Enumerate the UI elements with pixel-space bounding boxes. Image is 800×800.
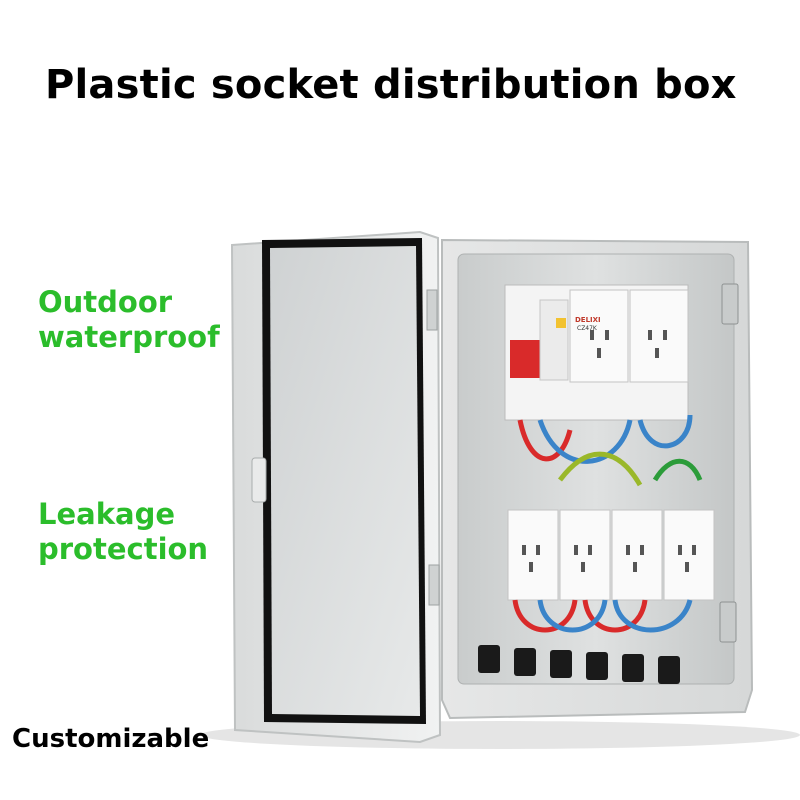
socket-bottom-4: [663, 509, 715, 601]
socket-bottom-1: [507, 509, 559, 601]
wire-red: [517, 419, 573, 462]
brand-text: DELIXI: [575, 316, 601, 324]
socket-top-1: [569, 289, 629, 383]
cable-glands: [478, 645, 680, 684]
feature-line: protection: [38, 532, 209, 566]
leakage-test-module: [539, 299, 569, 381]
module-text: CZ47K: [577, 325, 598, 332]
socket-bottom-3: [611, 509, 663, 601]
latch-right-bottom: [719, 601, 737, 643]
feature-line: waterproof: [38, 320, 220, 354]
wire-blue-bottom: [537, 599, 693, 633]
door-inner-panel: [270, 246, 420, 716]
feature-leakage-protection: Leakage protection: [38, 497, 208, 567]
breaker-switch: [510, 340, 540, 378]
wire-red-bottom: [512, 599, 648, 633]
test-button: [556, 318, 566, 328]
feature-outdoor-waterproof: Outdoor waterproof: [38, 285, 220, 355]
wire-green: [652, 458, 703, 482]
feature-line: Outdoor: [38, 285, 173, 319]
wire-blue-2: [637, 414, 693, 449]
customizable-label: Customizable: [12, 724, 210, 754]
feature-line: Leakage: [38, 497, 175, 531]
latch-right-top: [721, 283, 739, 325]
socket-top-2: [629, 289, 689, 383]
wire-blue: [537, 419, 633, 464]
socket-bottom-2: [559, 509, 611, 601]
wire-green-yellow: [558, 451, 643, 487]
door-hinge-top: [426, 289, 438, 331]
door-hinge-bottom: [428, 564, 440, 606]
door-latch: [251, 457, 267, 503]
page-title: Plastic socket distribution box: [45, 62, 737, 108]
